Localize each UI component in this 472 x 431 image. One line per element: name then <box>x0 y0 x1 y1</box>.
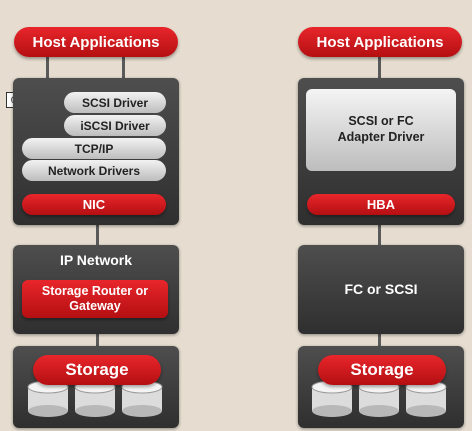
disk-icon <box>311 380 353 417</box>
storage-router-box: Storage Router or Gateway <box>22 280 168 318</box>
scsi-driver-layer: SCSI Driver <box>64 92 166 113</box>
connector-line <box>96 334 99 346</box>
connector-line <box>122 52 125 90</box>
ip-network-label: IP Network <box>59 252 133 268</box>
adapter-driver-box <box>306 89 456 171</box>
disk-icon <box>405 380 447 417</box>
iscsi-driver-layer: iSCSI Driver <box>64 115 166 136</box>
disk-icon <box>358 380 400 417</box>
connector-line <box>378 225 381 245</box>
host-applications-box-left: Host Applications <box>14 27 178 57</box>
storage-label-right: Storage <box>318 355 446 385</box>
disk-icon <box>27 380 69 417</box>
host-applications-box-right: Host Applications <box>298 27 462 57</box>
nic-layer: NIC <box>22 194 166 215</box>
adapter-driver-label: SCSI or FC Adapter Driver <box>337 114 425 144</box>
fc-scsi-panel <box>298 245 464 334</box>
connector-line <box>96 225 99 245</box>
disk-icon <box>74 380 116 417</box>
hba-layer: HBA <box>307 194 455 215</box>
connector-line <box>378 52 381 78</box>
network-drivers-layer: Network Drivers <box>22 160 166 181</box>
fc-scsi-label: FC or SCSI <box>344 281 418 297</box>
tcp-ip-layer: TCP/IP <box>22 138 166 159</box>
storage-label-left: Storage <box>33 355 161 385</box>
connector-line <box>378 334 381 346</box>
disk-icon <box>121 380 163 417</box>
